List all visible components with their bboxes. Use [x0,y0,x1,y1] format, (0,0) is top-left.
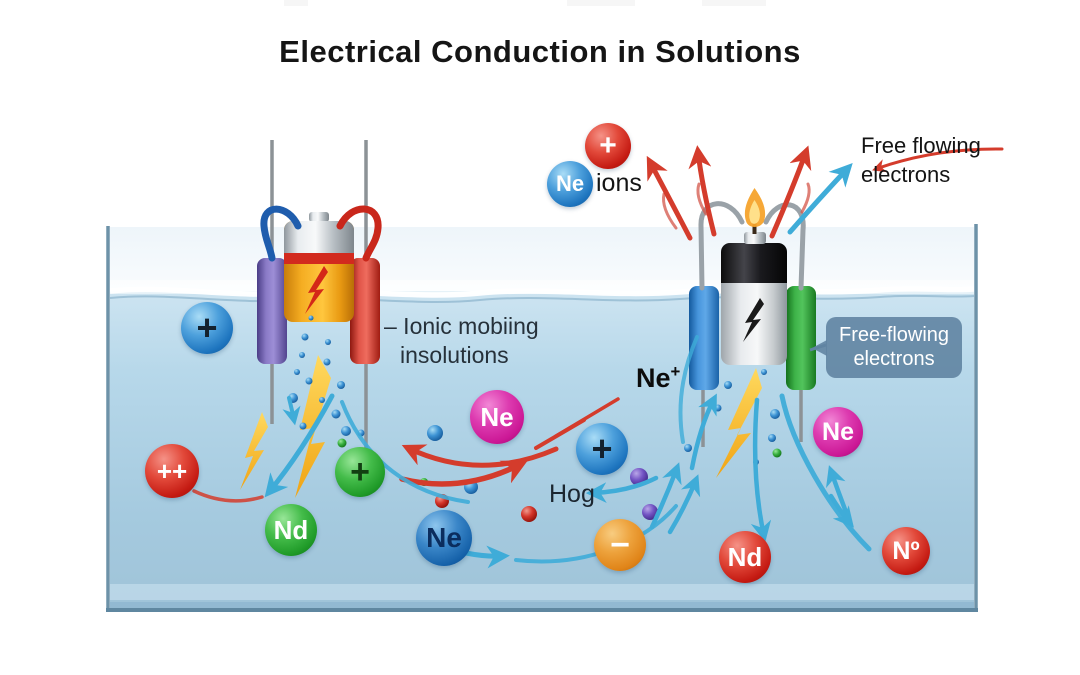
wick [752,222,757,234]
ionic-line2: insolutions [400,341,509,368]
arrow-red-up-right [769,145,812,239]
red-swoosh [192,489,264,503]
ion-ne-navy: Ne [416,510,472,566]
battery-left-cap [284,221,354,254]
wire-blue [260,205,302,262]
hog-label: Hog [549,480,595,508]
battery-left-terminal [309,212,329,222]
ion-nd-green: Nd [265,504,317,556]
arrows-red-exchange [192,397,620,503]
free-flowing-line2: electrons [861,161,951,187]
ion-ne-magenta-mid: Ne [470,390,524,444]
top-artifact [284,0,308,6]
bolt-right [716,368,762,478]
free-flowing-label: Free flowing electrons [861,132,981,189]
legend-ne-ion: Ne [547,161,593,207]
cyan-arc-left-electrode [678,335,699,444]
battery-left-bolt-icon [305,266,328,314]
arrow-red-up-left-1 [646,155,693,241]
legend-positive-ion: + [585,123,631,169]
arrow-cyan-to-nd [750,397,772,543]
red-dash-2 [554,397,620,438]
label-box-tail [812,340,827,356]
battery-left [260,205,382,322]
ionic-line1: – Ionic mobiing [384,313,539,339]
battery-right-terminal [744,232,766,244]
flame-inner [749,200,760,224]
box-line2: electrons [853,348,935,371]
ion-ne-magenta-right: Ne [813,407,863,457]
ion-nd-red: Nd [719,531,771,583]
ne-plus-base: Ne [636,363,671,393]
cyan-arc-long [340,400,470,504]
electrode-green [786,286,816,390]
page-title: Electrical Conduction in Solutions [279,34,801,69]
arrow-cyan-small-down [282,396,301,426]
ne-plus-sup: + [670,362,681,381]
arrow-cyan-up-right-battery [689,393,717,471]
arrow-red-up-left-2 [688,145,717,237]
free-flowing-box: Free-flowing electrons [826,317,963,378]
arrow-cyan-down-left [264,393,335,498]
arrow-red-left [401,444,559,468]
ion-no-red: Nº [882,527,930,575]
ion-positive-blue-mid: + [576,423,628,475]
wire-gray-right [763,202,806,291]
arrow-red-to-label [872,147,1004,173]
ion-double-positive-red: ++ [145,444,199,498]
wire-gray-left [698,201,745,291]
ion-positive-blue-left: + [181,302,233,354]
ne-plus-label: Ne+ [636,362,680,394]
electrode-purple [257,258,287,364]
arrow-cyan-to-hog [585,475,659,503]
arrow-blue-up-right [787,162,853,235]
top-artifact [702,0,766,6]
free-flowing-line1: Free flowing [861,133,981,158]
box-line1: Free-flowing [839,324,950,346]
battery-right-bolt-icon [743,298,764,342]
bolt-left-small [240,412,268,490]
wire-red [336,205,382,262]
arrow-cyan-up-2 [667,474,701,535]
arrow-red-right [399,460,528,487]
water-bottom-glow [110,584,974,600]
ion-negative-orange: − [594,519,646,571]
arrows-ions-escaping [646,145,1004,241]
electrode-red [350,258,380,364]
cyan-arc-to-no [779,393,872,552]
battery-right [698,188,806,365]
battery-left-stripe [284,253,354,264]
ionic-mobility-label: – Ionic mobiing insolutions [384,312,539,370]
electrode-blue [689,286,719,390]
flame-streaks [662,182,811,230]
battery-right-cap [721,243,787,283]
ions-label: ions [596,169,642,197]
top-artifact [567,0,635,6]
water-bottom-shade [110,602,974,611]
arrow-cyan-down-1 [828,493,854,528]
arrow-cyan-up-1 [649,462,682,530]
arrow-cyan-right [463,545,510,569]
ion-positive-green: + [335,447,385,497]
